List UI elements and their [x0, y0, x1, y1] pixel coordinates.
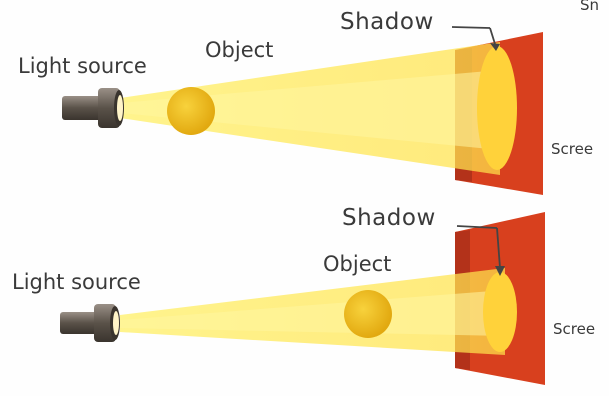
top-object-label: Object	[205, 38, 273, 62]
top-object-ball	[167, 87, 215, 135]
top-diagram	[62, 27, 543, 195]
top-shadow	[477, 46, 517, 170]
bottom-light-source-label: Light source	[12, 270, 141, 294]
top-screen-label: Scree	[551, 140, 609, 158]
bottom-object-ball	[344, 290, 392, 338]
top-right-cutoff-label: Sn	[580, 0, 609, 14]
top-torch-icon	[62, 88, 124, 128]
top-shadow-label: Shadow	[340, 9, 434, 35]
bottom-diagram	[60, 212, 545, 385]
bottom-object-label: Object	[323, 252, 391, 276]
bottom-torch-icon	[60, 304, 120, 342]
bottom-screen-label: Scree	[553, 320, 609, 338]
top-light-source-label: Light source	[18, 54, 147, 78]
bottom-shadow-label: Shadow	[342, 205, 436, 231]
bottom-shadow	[483, 272, 517, 352]
